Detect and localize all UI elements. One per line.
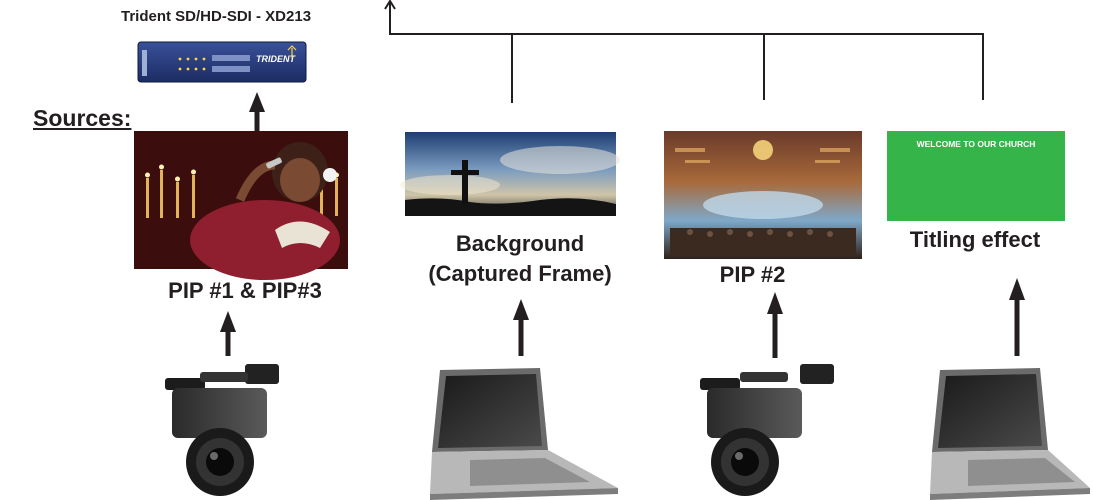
arrow-up-icon: [220, 311, 236, 356]
caption-titling: Titling effect: [909, 227, 1041, 252]
arrow-up-icon: [513, 299, 529, 356]
titling-slide: WELCOME TO OUR CHURCH: [887, 131, 1065, 221]
laptop-icon: [930, 368, 1090, 500]
device-title: Trident SD/HD-SDI - XD213: [121, 8, 312, 25]
sources-label: Sources:: [33, 105, 132, 131]
laptop-icon: [430, 368, 618, 500]
connector-lines: [389, 2, 984, 103]
titling-slide-text: WELCOME TO OUR CHURCH: [916, 139, 1036, 149]
caption-pip1-pip3: PIP #1 & PIP#3: [168, 278, 322, 303]
caption-background-line1: Background: [455, 231, 585, 256]
caption-background-line2: (Captured Frame): [428, 261, 612, 286]
pip1-singer-image: [134, 131, 348, 280]
arrow-up-icon: [249, 92, 265, 132]
arrow-up-icon: [767, 292, 783, 358]
pip2-church-image: [664, 131, 862, 259]
video-camera-icon: [165, 364, 279, 496]
bus-arrow-icon: [384, 0, 396, 10]
caption-pip2: PIP #2: [719, 262, 786, 287]
video-camera-icon: [700, 364, 834, 496]
background-cross-image: [400, 132, 620, 216]
arrow-up-icon: [1009, 278, 1025, 356]
trident-device-icon: TRIDENT: [137, 41, 307, 83]
trident-logo-text: TRIDENT: [256, 54, 296, 64]
